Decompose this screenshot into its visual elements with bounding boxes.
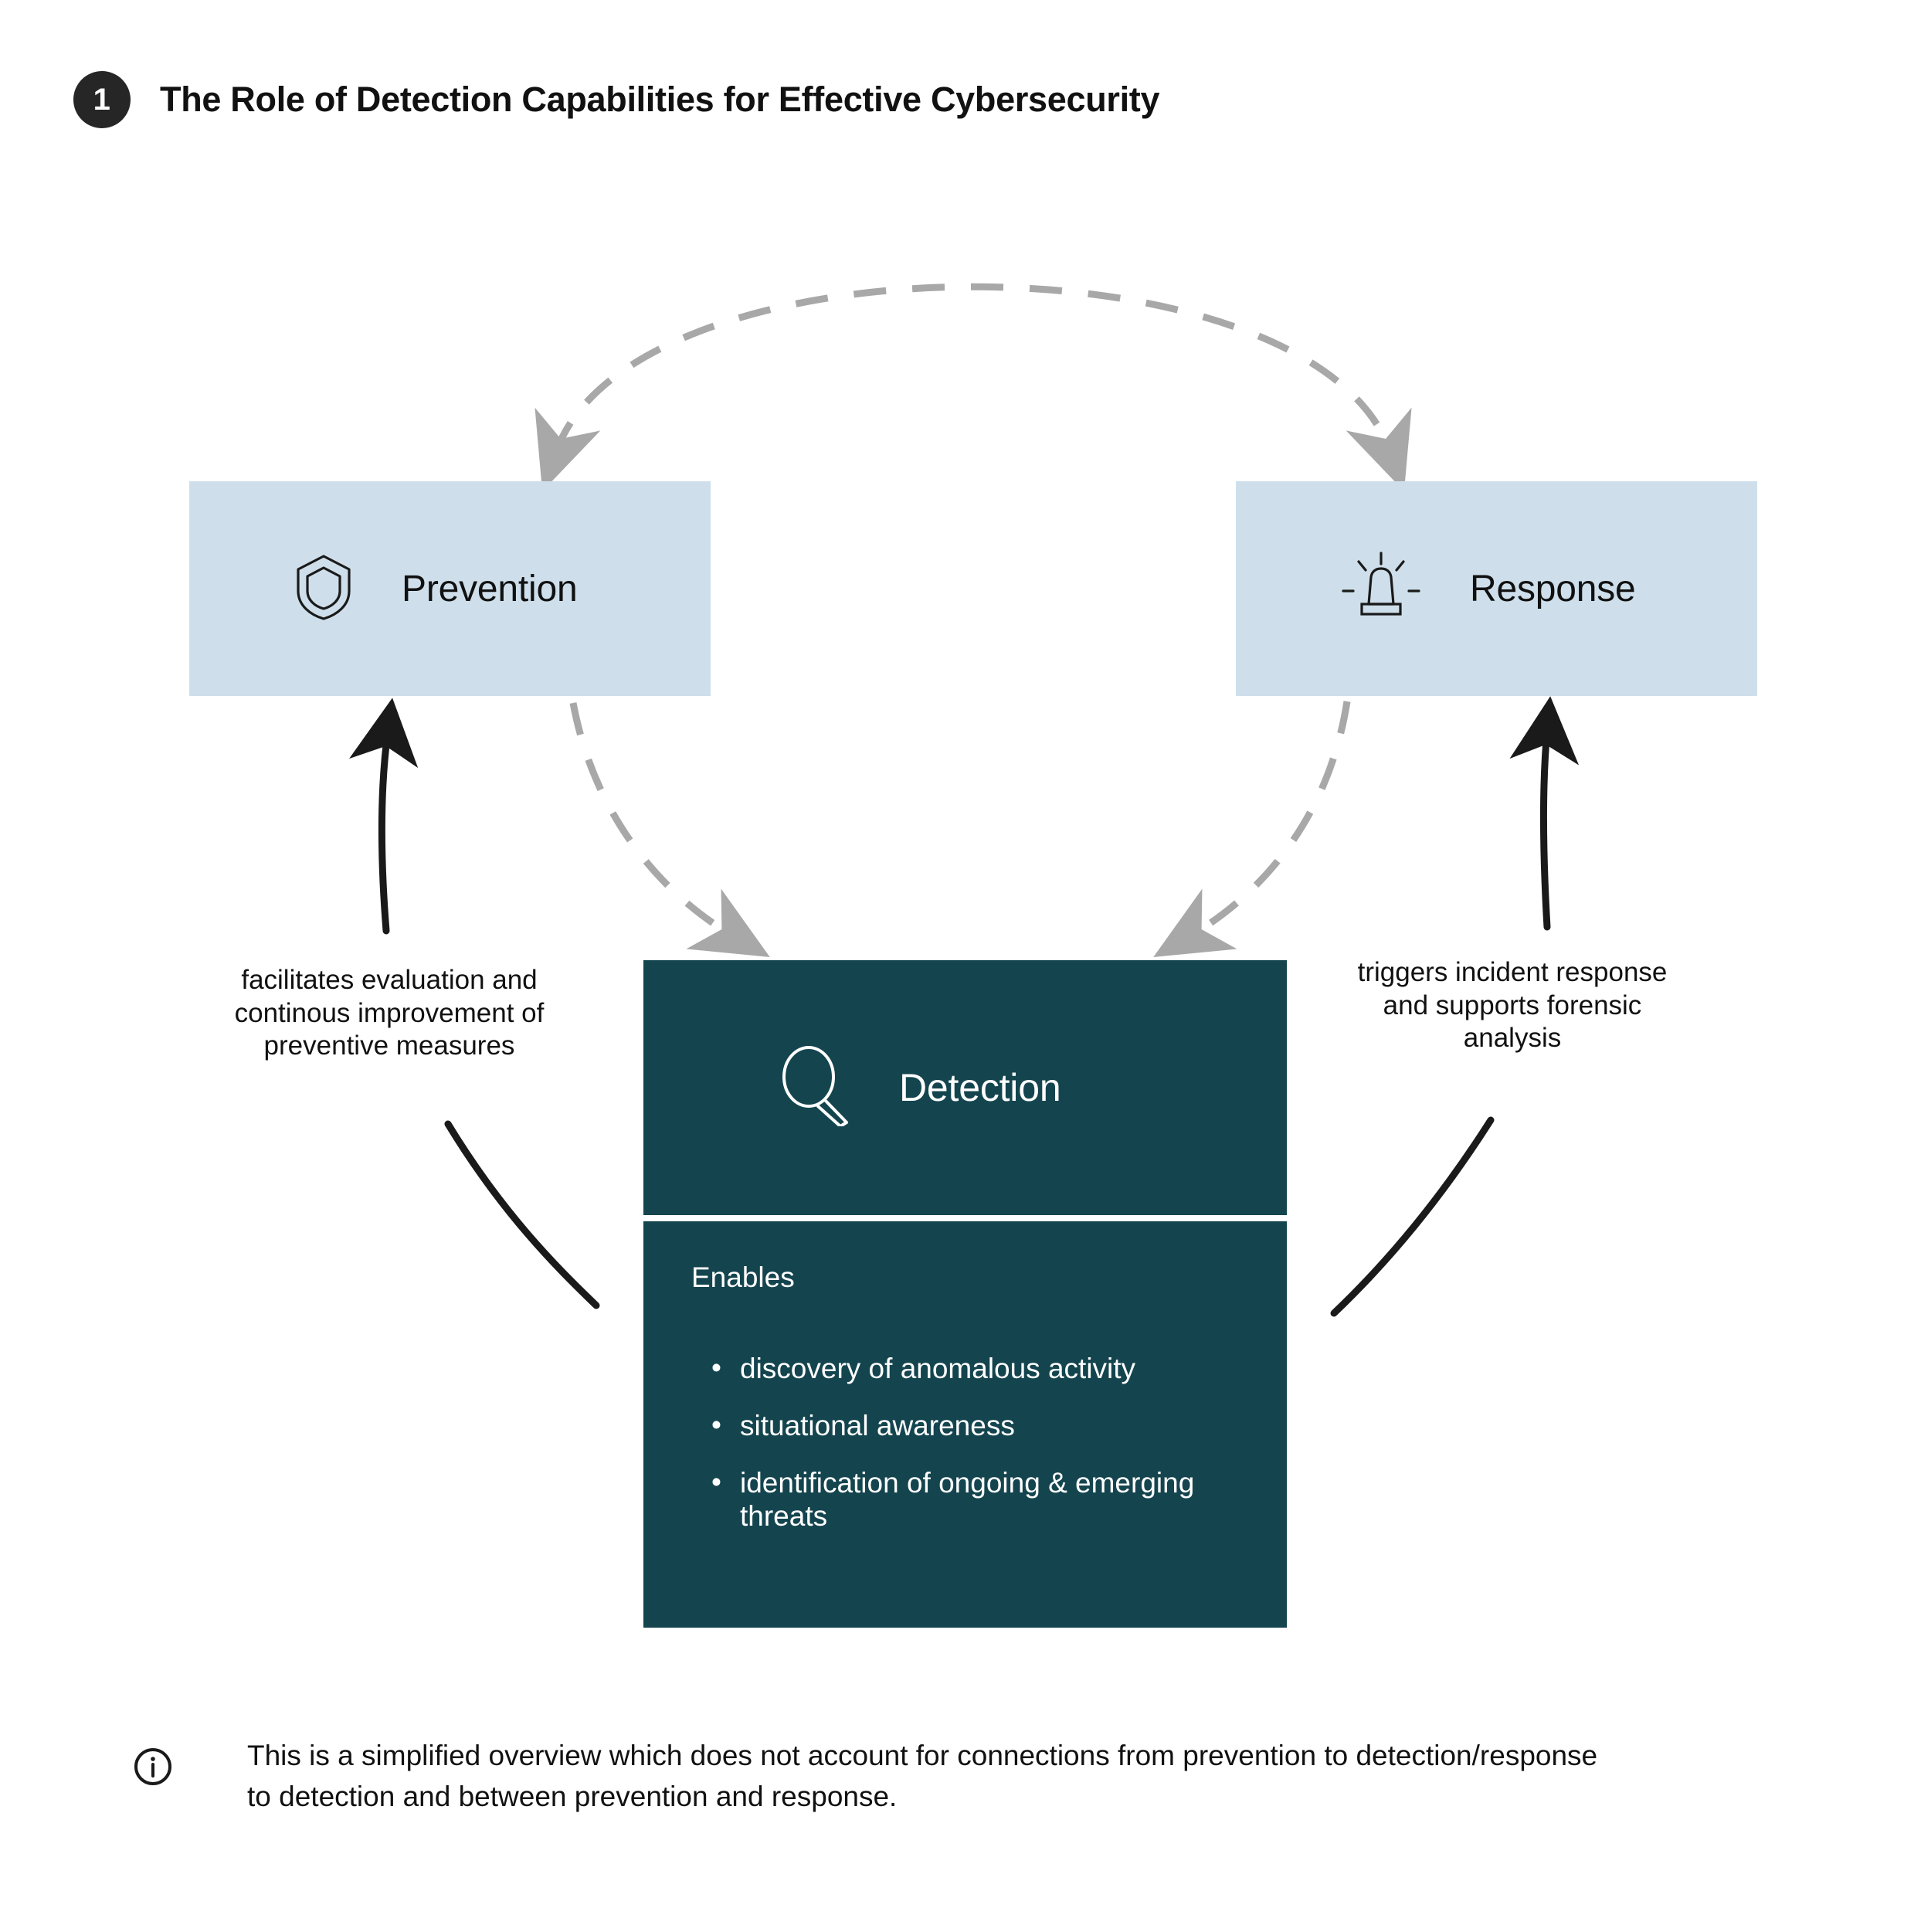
enables-list: discovery of anomalous activity situatio… xyxy=(711,1352,1252,1557)
list-item: situational awareness xyxy=(711,1409,1252,1443)
shield-icon xyxy=(294,553,354,625)
enables-heading: Enables xyxy=(691,1261,795,1293)
node-response-label: Response xyxy=(1470,568,1636,609)
arrow-prevention-to-detection xyxy=(569,702,770,958)
annotation-detection-to-response: triggers incident response and supports … xyxy=(1357,957,1668,1054)
arc-prevention-response xyxy=(535,283,1412,491)
node-prevention[interactable]: Prevention xyxy=(189,481,711,696)
footnote-text: This is a simplified overview which does… xyxy=(247,1740,1598,1812)
arrow-detection-to-prevention-tail xyxy=(444,1120,600,1309)
node-detection-body: Enables discovery of anomalous activity … xyxy=(643,1221,1287,1628)
arrow-response-to-detection xyxy=(1153,701,1351,958)
node-detection-header: Detection xyxy=(643,960,1287,1215)
node-response[interactable]: Response xyxy=(1236,481,1757,696)
annotation-detection-to-prevention: facilitates evaluation and continous imp… xyxy=(234,965,545,1061)
node-prevention-label: Prevention xyxy=(402,568,578,609)
list-item: discovery of anomalous activity xyxy=(711,1352,1252,1386)
arrow-detection-to-prevention-head xyxy=(349,698,419,935)
step-number-badge: 1 xyxy=(73,71,131,128)
magnifier-icon xyxy=(779,1045,853,1130)
page-title: The Role of Detection Capabilities for E… xyxy=(160,80,1160,119)
info-circle-icon xyxy=(133,1747,173,1791)
arrow-detection-to-response-tail xyxy=(1330,1116,1495,1317)
arrow-detection-to-response-head xyxy=(1509,696,1580,931)
siren-icon xyxy=(1340,551,1422,626)
footnote: This is a simplified overview which does… xyxy=(133,1736,1607,1817)
node-response-content: Response xyxy=(1340,551,1636,626)
node-detection-label: Detection xyxy=(899,1066,1061,1109)
diagram-header: 1 The Role of Detection Capabilities for… xyxy=(73,71,1160,128)
node-detection-header-content: Detection xyxy=(779,1045,1061,1130)
node-detection[interactable]: Detection Enables discovery of anomalous… xyxy=(643,960,1287,1628)
list-item: identification of ongoing & emerging thr… xyxy=(711,1466,1252,1533)
node-prevention-content: Prevention xyxy=(294,553,578,625)
